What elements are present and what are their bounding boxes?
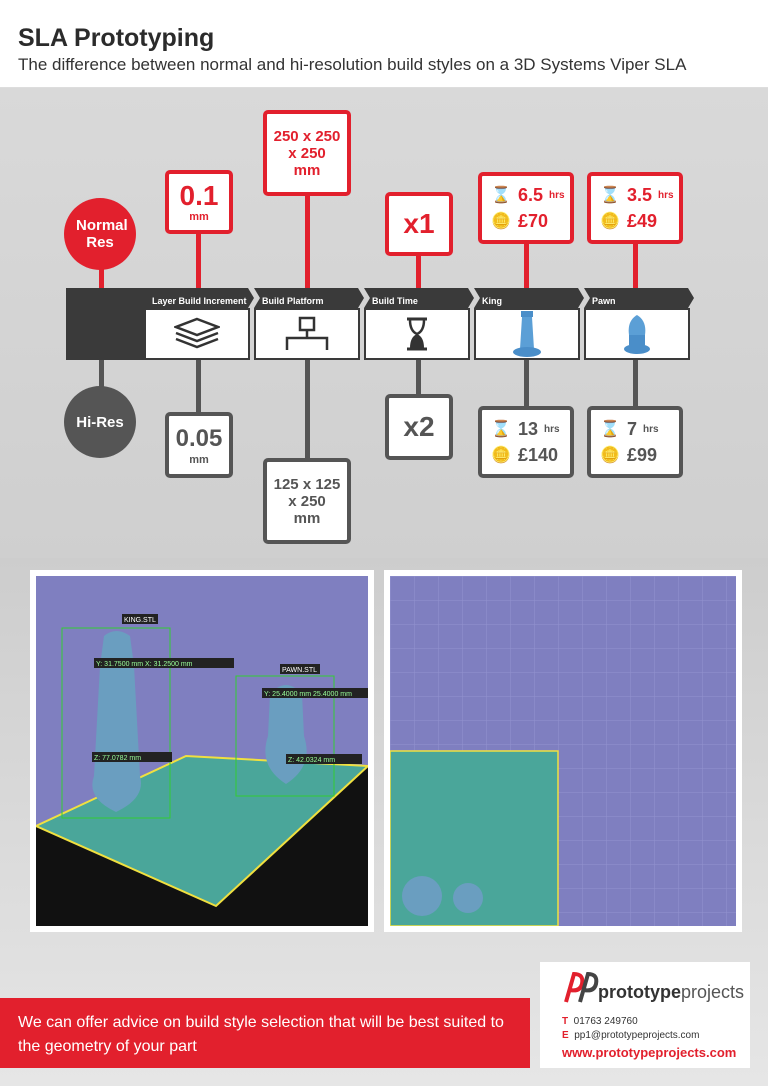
connector [196,360,201,416]
hires-layer-box: 0.05 mm [165,412,233,478]
king-icon [513,311,541,357]
header [0,0,768,88]
page-subtitle: The difference between normal and hi-res… [18,55,687,74]
contact-card: prototypeprojects T 01763 249760 E pp1@p… [540,962,750,1068]
pawn-icon [624,315,650,354]
platform-tile [254,308,360,360]
advice-banner: We can offer advice on build style selec… [0,998,530,1068]
hires-badge: Hi-Res [64,386,136,458]
pp-logo-icon [564,971,599,1003]
normal-king-time: 6.5 [518,184,544,205]
hires-label: Hi-Res [76,413,124,431]
coins-icon: 🪙 [600,447,620,464]
email-line: E pp1@prototypeprojects.com [562,1030,699,1041]
normal-king-cost: £70 [518,210,549,231]
hourglass-icon: ⌛ [491,187,511,204]
website-link[interactable]: www.prototypeprojects.com [562,1045,737,1060]
king-file-label: KING.STL [124,617,156,624]
king-z-label: Z: 77.0782 mm [94,755,141,762]
connector [524,240,529,288]
hires-king-cost: £140 [518,444,559,465]
connector [305,360,310,462]
connector [524,360,529,410]
brand-part-b: projects [681,982,745,1002]
coins-icon: 🪙 [600,213,620,230]
normal-pawn-time: 3.5 [627,184,653,205]
normal-platform-box: 250 x 250 x 250 mm [263,110,351,196]
col-label-layer: Layer Build Increment [152,296,247,306]
pawn-tile [584,308,690,360]
category-bar [144,288,694,308]
connector [633,240,638,288]
hires-platform-value: 125 x 125 x 250 mm [273,475,341,527]
hires-build-render [389,576,736,927]
col-label-buildtime: Build Time [372,296,418,306]
hires-pawn-time-unit: hrs [643,423,659,435]
normal-build-render: KING.STL Y: 31.7500 mm X: 31.2500 mm Z: … [33,576,372,926]
normal-layer-unit: mm [189,211,209,223]
hires-build-screen [384,570,742,932]
normal-king-box: ⌛ 6.5 hrs 🪙 £70 [478,172,574,244]
coins-icon: 🪙 [491,213,511,230]
hires-connector [99,360,104,390]
hires-buildtime-box: x2 [385,394,453,460]
col-label-pawn: Pawn [592,296,616,306]
hires-platform-box: 125 x 125 x 250 mm [263,458,351,544]
normal-pawn-time-unit: hrs [658,189,674,201]
normal-pawn-cost: £49 [627,210,658,231]
phone-label: T [562,1016,569,1027]
connector [416,252,421,288]
hourglass-icon [407,317,427,351]
hires-pawn-time: 7 [627,418,638,439]
normal-king-time-unit: hrs [549,189,565,201]
brand-name: prototypeprojects [598,982,744,1003]
pawn-dims-label: Y: 25.4000 mm 25.4000 mm [264,691,352,698]
normal-buildtime-box: x1 [385,192,453,256]
email-label: E [562,1030,569,1041]
normal-buildtime-value: x1 [403,208,435,239]
king-dims-label: Y: 31.7500 mm X: 31.2500 mm [96,661,193,668]
hourglass-icon: ⌛ [491,421,511,438]
buildtime-tile [364,308,470,360]
hires-layer-unit: mm [189,454,209,466]
hires-king-time: 13 [518,418,539,439]
normal-build-screen: KING.STL Y: 31.7500 mm X: 31.2500 mm Z: … [30,570,374,932]
col-label-platform: Build Platform [262,296,324,306]
email-address[interactable]: pp1@prototypeprojects.com [574,1030,700,1041]
normal-layer-value: 0.1 [179,180,219,211]
phone-number: 01763 249760 [573,1016,638,1027]
normal-platform-value: 250 x 250 x 250 mm [273,127,341,179]
normal-res-label: Normal Res [76,217,128,251]
row-start-block [66,288,144,360]
layers-icon [174,317,220,349]
pawn-file-label: PAWN.STL [282,667,317,674]
coins-icon: 🪙 [491,447,511,464]
phone-line: T 01763 249760 [562,1016,638,1027]
connector [416,360,421,398]
hourglass-icon: ⌛ [600,187,620,204]
hires-layer-value: 0.05 [175,425,223,452]
normal-pawn-box: ⌛ 3.5 hrs 🪙 £49 [587,172,683,244]
hourglass-icon: ⌛ [600,421,620,438]
layers-tile [144,308,250,360]
connector [305,192,310,288]
king-tile [474,308,580,360]
hires-king-time-unit: hrs [544,423,560,435]
col-label-king: King [482,296,502,306]
brand-part-a: prototype [598,982,681,1002]
hires-pawn-cost: £99 [627,444,658,465]
pawn-z-label: Z: 42.0324 mm [288,757,335,764]
normal-layer-box: 0.1 mm [165,170,233,234]
hires-buildtime-value: x2 [403,411,435,442]
hires-pawn-box: ⌛ 7 hrs 🪙 £99 [587,406,683,478]
page-title: SLA Prototyping [18,24,215,52]
connector [633,360,638,410]
platform-icon [285,316,329,350]
normal-res-badge: Normal Res [64,198,136,270]
connector [196,230,201,288]
hires-king-box: ⌛ 13 hrs 🪙 £140 [478,406,574,478]
